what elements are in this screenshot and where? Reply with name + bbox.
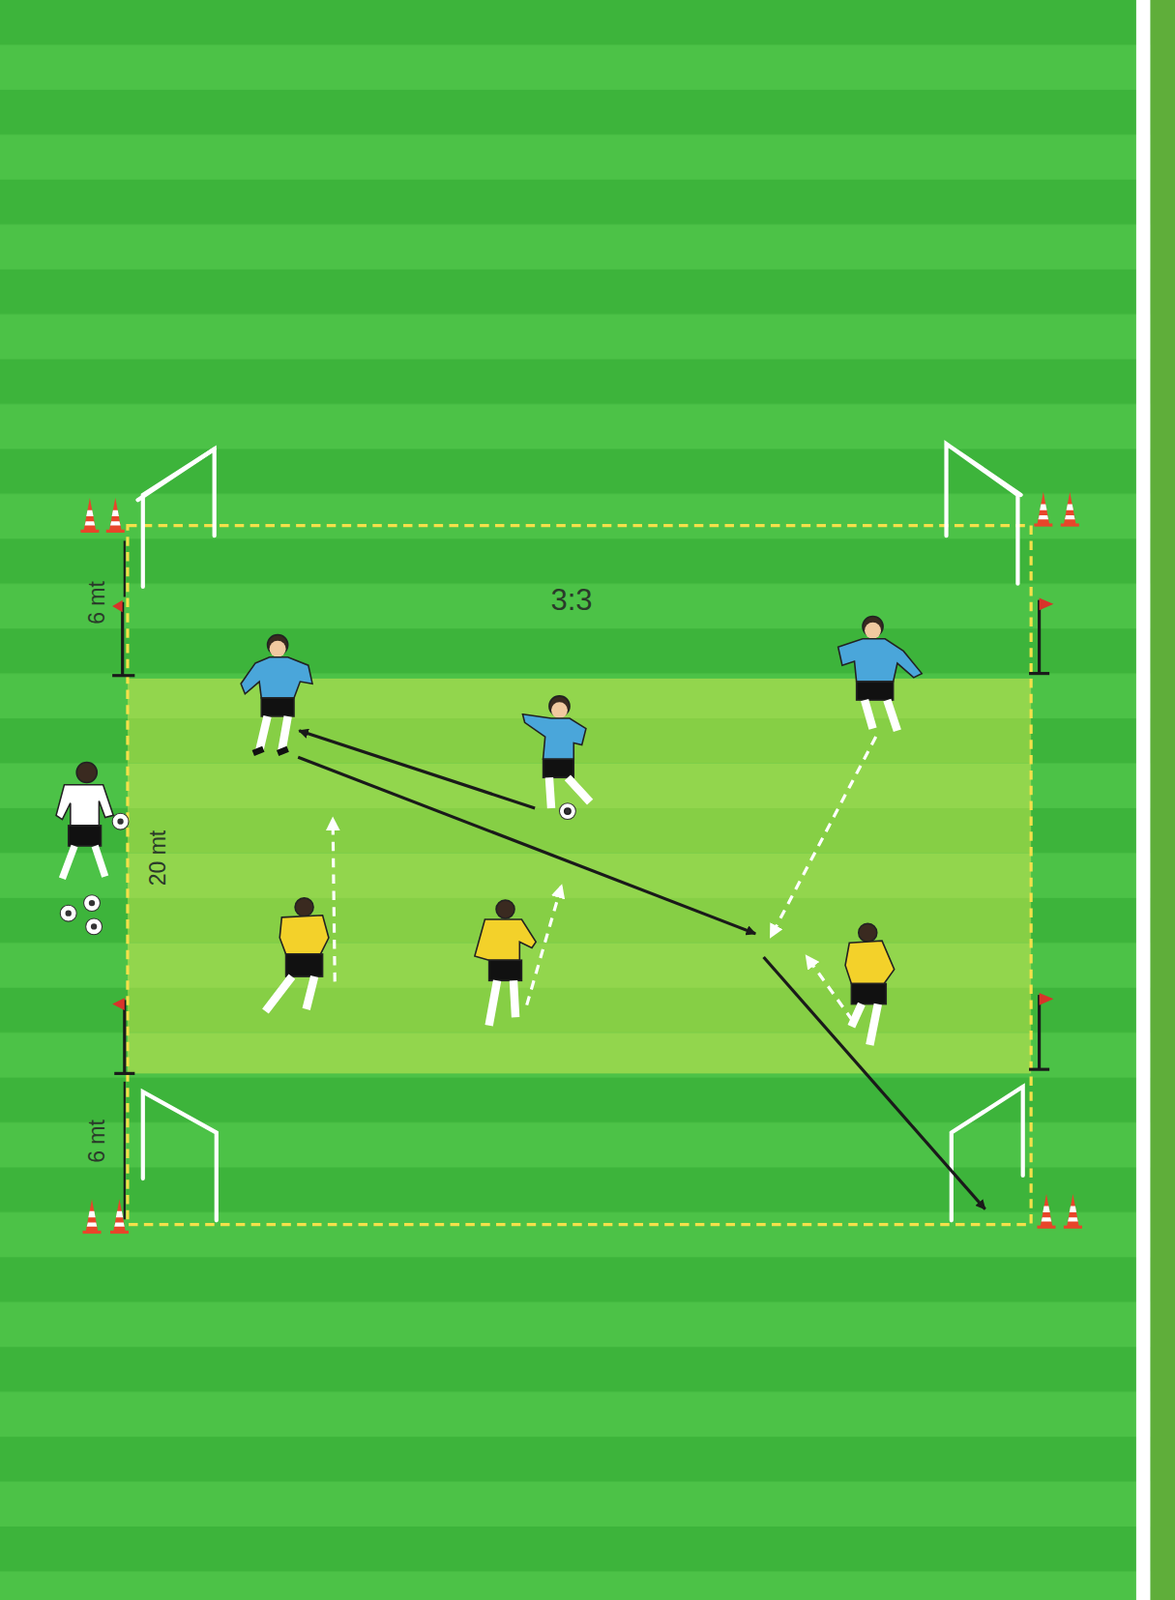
score-label: 3:3 — [550, 585, 592, 616]
dimension-label: 20 mt — [147, 829, 171, 886]
dimension-label: 6 mt — [85, 581, 108, 625]
dimension-label: 6 mt — [85, 1119, 108, 1164]
